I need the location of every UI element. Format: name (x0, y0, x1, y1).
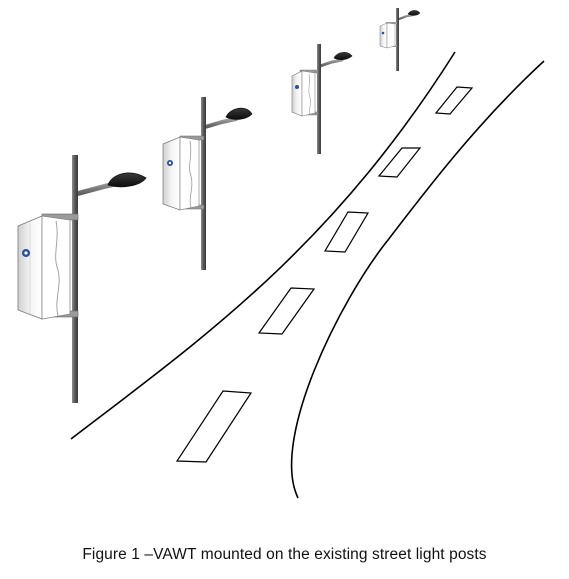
lamp-head-icon (225, 107, 253, 120)
vawt-turbine-icon (291, 70, 316, 117)
figure-caption: Figure 1 –VAWT mounted on the existing s… (82, 546, 487, 563)
road-right-edge (290, 60, 545, 499)
lamp-arm-icon (397, 13, 415, 21)
vawt-turbine-icon (17, 215, 71, 320)
lamp-arm-icon (203, 117, 238, 129)
vawt-turbine-icon (162, 136, 200, 211)
lane-dash-4 (377, 147, 422, 178)
lane-dash-2 (257, 287, 316, 335)
lamp-arm-icon (318, 58, 344, 68)
street-light-3 (291, 44, 353, 154)
street-light-2 (162, 97, 253, 270)
lane-dash-5 (434, 86, 474, 115)
lamp-head-icon (333, 52, 353, 61)
street-light-4 (379, 8, 421, 71)
turbine-logo-icon (295, 85, 299, 89)
pole-icon (396, 8, 399, 71)
lamp-head-icon (107, 172, 147, 188)
lane-dash-1 (175, 390, 253, 463)
street-light-1 (17, 155, 147, 403)
pole-icon (72, 155, 78, 403)
lamp-head-icon (407, 10, 421, 16)
turbine-logo-icon (381, 31, 385, 35)
road-left-edge (70, 51, 456, 440)
vawt-turbine-icon (379, 22, 396, 49)
pole-icon (317, 44, 321, 154)
turbine-bracket-top (386, 22, 397, 24)
lane-dash-3 (323, 211, 370, 253)
pole-icon (201, 97, 206, 270)
